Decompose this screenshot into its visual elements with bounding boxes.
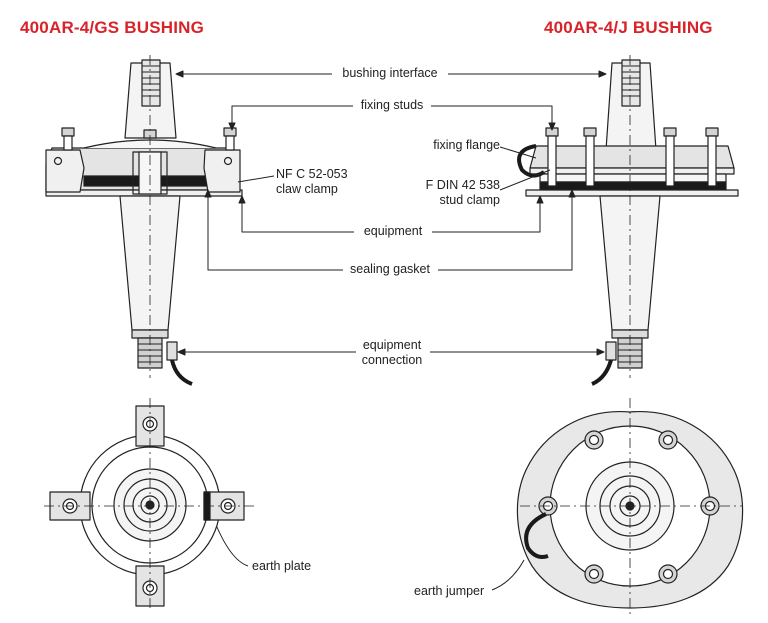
bushing-interface-label: bushing interface [334, 66, 446, 81]
fdin-clamp-label-line2: stud clamp [400, 193, 500, 208]
j-bushing-side-view [517, 55, 739, 386]
nf-c-clamp-label-line1: NF C 52-053 [276, 167, 348, 182]
fixing-studs-label: fixing studs [354, 98, 430, 113]
sealing-gasket-label: sealing gasket [344, 262, 436, 277]
j-bushing-top-view [516, 398, 744, 616]
fdin-clamp-label-line1: F DIN 42 538 [400, 178, 500, 193]
equipment-label: equipment [356, 224, 430, 239]
earth-jumper-label: earth jumper [414, 584, 485, 599]
earth-plate-label: earth plate [252, 559, 312, 574]
gs-bushing-title: 400AR-4/GS BUSHING [20, 18, 205, 37]
fixing-flange-label: fixing flange [404, 138, 500, 153]
gs-bushing-top-view [44, 398, 256, 612]
nf-c-clamp-label-line2: claw clamp [276, 182, 338, 197]
equipment-connection-label-line1: equipment [356, 338, 428, 353]
j-bushing-title: 400AR-4/J BUSHING [544, 18, 713, 37]
equipment-connection-label-line2: connection [356, 353, 428, 368]
gs-bushing-side-view [45, 55, 243, 386]
